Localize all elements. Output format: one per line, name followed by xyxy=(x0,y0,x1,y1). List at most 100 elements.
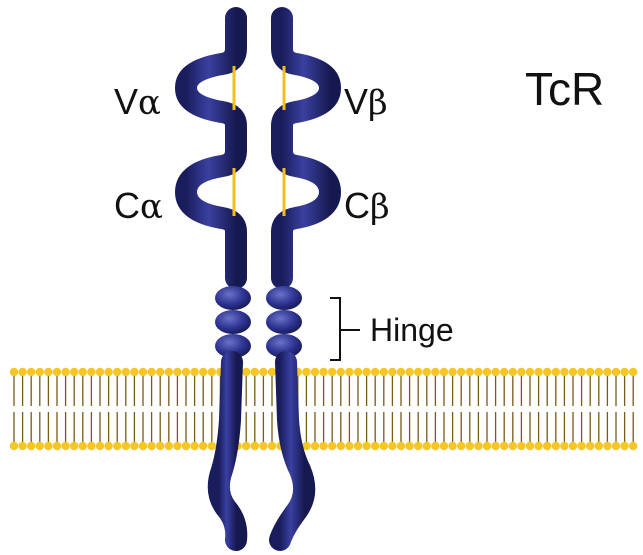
lipid-head xyxy=(70,368,78,376)
lipid-head xyxy=(577,442,585,450)
alpha-c-letter: C xyxy=(114,185,140,226)
lipid-head xyxy=(113,368,121,376)
hinge-bead xyxy=(215,286,251,310)
beta-c-letter: C xyxy=(344,185,370,226)
alpha-v-domain-label: Vα xyxy=(114,84,161,120)
alpha-v-letter: V xyxy=(114,81,138,122)
lipid-head xyxy=(560,442,568,450)
lipid-head xyxy=(122,442,130,450)
lipid-head xyxy=(242,442,250,450)
lipid-head xyxy=(466,442,474,450)
lipid-head xyxy=(612,442,620,450)
lipid-head xyxy=(139,442,147,450)
lipid-head xyxy=(96,442,104,450)
lipid-head xyxy=(500,368,508,376)
beta-v-greek: β xyxy=(368,83,388,123)
lipid-head xyxy=(560,368,568,376)
lipid-head xyxy=(61,368,69,376)
lipid-head xyxy=(448,368,456,376)
beta-c-greek: β xyxy=(370,187,390,227)
lipid-head xyxy=(440,368,448,376)
lipid-head xyxy=(586,442,594,450)
lipid-head xyxy=(182,442,190,450)
lipid-head xyxy=(474,442,482,450)
beta-hinge-beads xyxy=(266,286,302,358)
lipid-head xyxy=(577,368,585,376)
lipid-head xyxy=(36,368,44,376)
lipid-head xyxy=(87,368,95,376)
lipid-head xyxy=(483,368,491,376)
lipid-head xyxy=(534,368,542,376)
lipid-head xyxy=(586,368,594,376)
lipid-head xyxy=(311,442,319,450)
lipid-head xyxy=(345,368,353,376)
alpha-c-domain-label: Cα xyxy=(114,188,163,224)
hinge-bead xyxy=(266,310,302,334)
lipid-head xyxy=(569,442,577,450)
lipid-head xyxy=(182,368,190,376)
lipid-head xyxy=(130,368,138,376)
lipid-head xyxy=(543,368,551,376)
lipid-head xyxy=(104,442,112,450)
lipid-head xyxy=(259,442,267,450)
lipid-head xyxy=(268,368,276,376)
lipid-head xyxy=(18,442,26,450)
lipid-head xyxy=(423,442,431,450)
lipid-head xyxy=(448,442,456,450)
lipid-head xyxy=(208,442,216,450)
beta-v-domain-label: Vβ xyxy=(344,84,388,120)
lipid-head xyxy=(156,368,164,376)
beta-chain-transmembrane xyxy=(280,362,304,540)
lipid-head xyxy=(104,368,112,376)
lipid-head xyxy=(388,368,396,376)
lipid-head xyxy=(526,442,534,450)
lipid-head xyxy=(483,442,491,450)
alpha-c-greek: α xyxy=(140,187,163,227)
lipid-head xyxy=(156,442,164,450)
lipid-head xyxy=(251,368,259,376)
lipid-head xyxy=(79,368,87,376)
lipid-head xyxy=(397,368,405,376)
lipid-head xyxy=(139,368,147,376)
lipid-head xyxy=(423,368,431,376)
lipid-head xyxy=(18,368,26,376)
hinge-bracket xyxy=(330,298,360,360)
beta-chain xyxy=(266,18,330,540)
lipid-head xyxy=(362,442,370,450)
lipid-head xyxy=(190,442,198,450)
lipid-head xyxy=(431,442,439,450)
lipid-head xyxy=(319,368,327,376)
lipid-head xyxy=(147,368,155,376)
lipid-head xyxy=(44,368,52,376)
lipid-head xyxy=(10,368,18,376)
lipid-head xyxy=(10,442,18,450)
membrane-lipid-tails-outer xyxy=(14,376,633,406)
beta-c-domain-label: Cβ xyxy=(344,188,390,224)
lipid-head xyxy=(96,368,104,376)
lipid-head xyxy=(620,368,628,376)
lipid-head xyxy=(500,442,508,450)
lipid-head xyxy=(405,442,413,450)
lipid-head xyxy=(190,368,198,376)
lipid-head xyxy=(603,368,611,376)
beta-v-letter: V xyxy=(344,81,368,122)
lipid-head xyxy=(328,442,336,450)
alpha-chain-extracellular xyxy=(186,18,236,278)
lipid-head xyxy=(474,368,482,376)
lipid-head xyxy=(27,442,35,450)
lipid-head xyxy=(595,442,603,450)
lipid-head xyxy=(130,442,138,450)
lipid-head xyxy=(405,368,413,376)
lipid-head xyxy=(569,368,577,376)
lipid-head xyxy=(362,368,370,376)
lipid-head xyxy=(457,368,465,376)
membrane-head-groups-inner xyxy=(10,442,638,450)
lipid-head xyxy=(199,442,207,450)
lipid-head xyxy=(629,442,637,450)
lipid-head xyxy=(397,442,405,450)
lipid-head xyxy=(173,442,181,450)
diagram-title: TcR xyxy=(525,66,604,112)
lipid-head xyxy=(414,368,422,376)
lipid-head xyxy=(612,368,620,376)
lipid-head xyxy=(371,368,379,376)
